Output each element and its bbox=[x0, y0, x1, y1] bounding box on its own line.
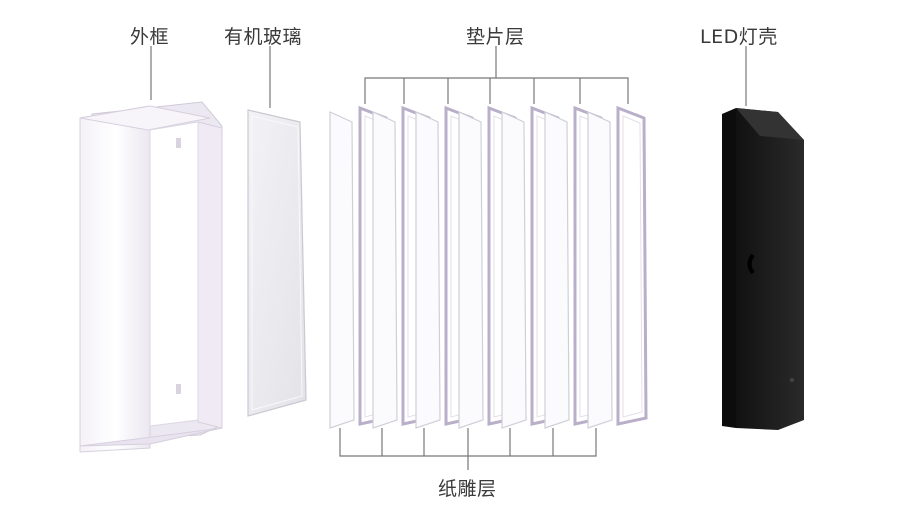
spacer-layer-label: 垫片层 bbox=[466, 26, 525, 48]
layer-stack bbox=[329, 105, 648, 429]
acrylic-label: 有机玻璃 bbox=[224, 26, 303, 48]
led-shell-label: LED灯壳 bbox=[700, 26, 778, 48]
paper-layer-sheet bbox=[501, 111, 527, 429]
paper-layer-sheet bbox=[329, 111, 355, 429]
callout-lines bbox=[150, 46, 747, 470]
paper-layer-label: 纸雕层 bbox=[438, 478, 497, 500]
spacer-frame bbox=[616, 105, 648, 426]
outer-frame bbox=[79, 101, 223, 453]
paper-layer-sheet bbox=[372, 111, 398, 429]
led-shell bbox=[722, 108, 804, 430]
paper-layer-sheet bbox=[544, 111, 570, 429]
paper-layer-sheet bbox=[458, 111, 484, 429]
spacer-frame-inner bbox=[622, 115, 643, 418]
acrylic-sheet bbox=[247, 109, 307, 417]
paper-layer-sheet bbox=[587, 111, 613, 429]
paper-layer-sheet bbox=[415, 111, 441, 429]
outer-frame-label: 外框 bbox=[130, 26, 170, 48]
